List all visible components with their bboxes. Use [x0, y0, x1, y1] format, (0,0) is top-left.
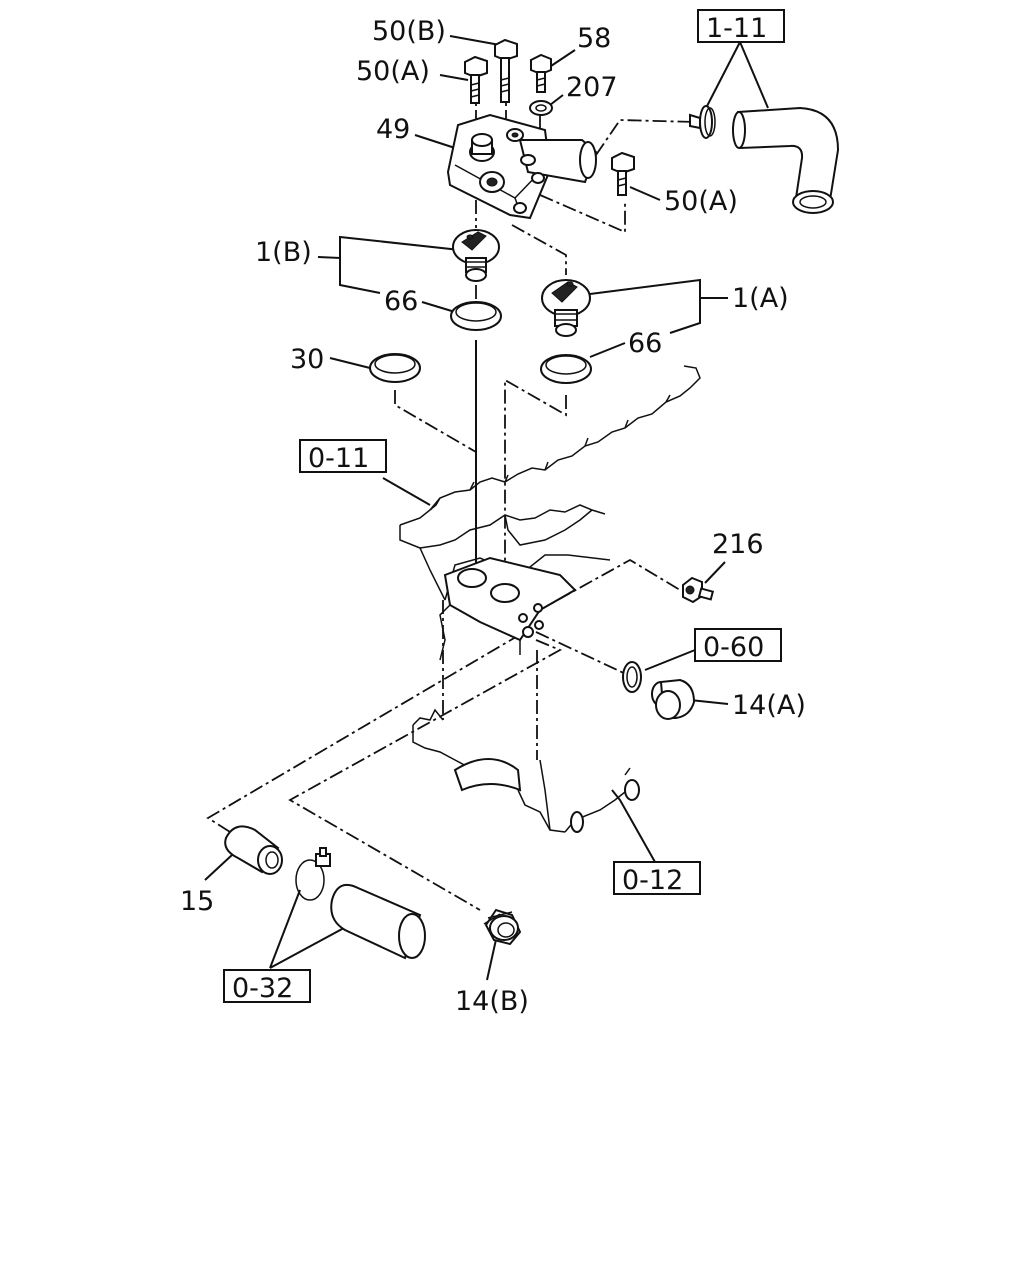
label-66-right: 66 [628, 328, 662, 359]
plug-14a-icon [651, 678, 696, 720]
lower-hose-0-32-icon [330, 884, 426, 960]
thermostat-1b-icon [452, 229, 500, 282]
label-50a-right: 50(A) [664, 186, 738, 217]
bolt-50b-icon [494, 38, 518, 103]
ref-box-0-12[interactable]: 0-12 [613, 861, 701, 896]
gasket-66-right-icon [540, 354, 592, 384]
thermostat-1a-icon [541, 279, 591, 337]
bolt-58-icon [530, 53, 552, 93]
svg-text:0-60: 0-60 [703, 632, 764, 663]
label-49: 49 [376, 114, 410, 145]
svg-text:0-11: 0-11 [308, 443, 369, 474]
svg-text:0-32: 0-32 [232, 973, 293, 1004]
hose-clamp-0-32-icon [295, 847, 331, 901]
ref-box-0-11[interactable]: 0-11 [299, 439, 387, 474]
upper-hose-icon [732, 106, 840, 214]
label-207: 207 [566, 72, 618, 103]
label-50a-top: 50(A) [356, 56, 430, 87]
label-14a: 14(A) [732, 690, 806, 721]
bolt-50a-right-icon [611, 151, 635, 196]
ref-box-0-60[interactable]: 0-60 [694, 628, 782, 663]
bolt-50a-top-icon [464, 55, 488, 104]
gasket-0-60-icon [622, 661, 642, 693]
label-216: 216 [712, 529, 764, 560]
hose-clamp-icon [689, 105, 716, 139]
svg-text:0-12: 0-12 [622, 865, 683, 896]
assembly-lines [206, 85, 696, 911]
water-pipe-15-icon [224, 825, 283, 875]
temperature-sensor-216-icon [682, 576, 715, 604]
label-30: 30 [290, 344, 324, 375]
thermostat-housing-icon [446, 113, 598, 220]
engine-block-icon [412, 556, 640, 833]
label-15: 15 [180, 886, 214, 917]
ref-box-1-11[interactable]: 1-11 [697, 9, 785, 44]
svg-text:1-11: 1-11 [706, 13, 767, 44]
label-14b: 14(B) [455, 986, 529, 1017]
cylinder-head-icon [399, 365, 701, 601]
reference-boxes: 1-11 0-11 0-60 0-12 0-32 [223, 9, 785, 1004]
label-1b: 1(B) [255, 237, 312, 268]
washer-207-icon [529, 100, 553, 116]
plug-14b-icon [483, 908, 522, 946]
label-58: 58 [577, 23, 611, 54]
gasket-66-left-icon [450, 301, 502, 331]
label-66-left: 66 [384, 286, 418, 317]
part-labels: 50(B) 58 50(A) 207 49 50(A) 1(B) 66 1(A)… [180, 16, 806, 1017]
leader-lines [204, 35, 769, 981]
ref-box-0-32[interactable]: 0-32 [223, 969, 311, 1004]
label-50b: 50(B) [372, 16, 446, 47]
label-1a: 1(A) [732, 283, 789, 314]
gasket-30-icon [369, 353, 421, 383]
